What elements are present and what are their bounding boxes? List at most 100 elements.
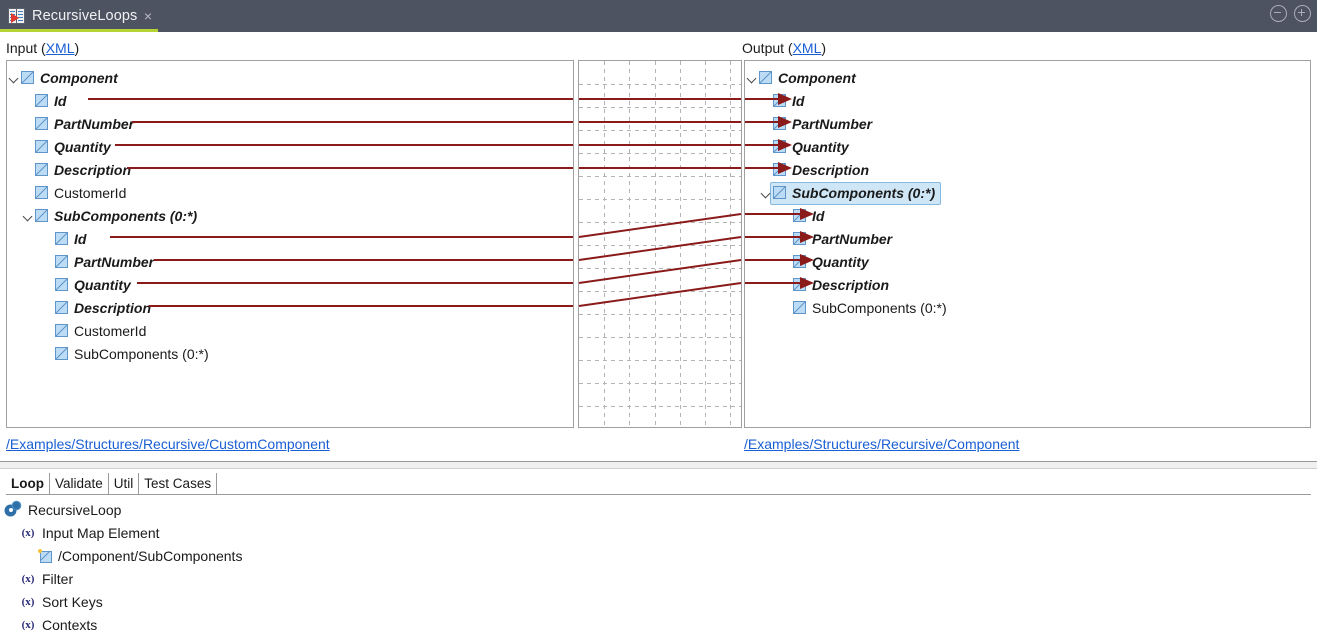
loop-tree-row[interactable]: RecursiveLoop <box>6 498 1311 521</box>
tree-row-label: PartNumber <box>812 230 893 247</box>
mapping-grid-pane[interactable] <box>578 60 742 428</box>
twisty-spacer <box>41 227 55 250</box>
tree-row[interactable]: CustomerId <box>7 181 573 204</box>
tree-row[interactable]: SubComponents (0:*) <box>745 296 1310 319</box>
tree-row-label: SubComponents (0:*) <box>74 345 209 362</box>
tree-row[interactable]: Quantity <box>745 135 1310 158</box>
tree-row[interactable]: Id <box>745 204 1310 227</box>
loop-tree-row-label: Contexts <box>42 616 98 633</box>
bottom-tab-util[interactable]: Util <box>108 473 140 494</box>
tree-row-label: Id <box>54 92 67 109</box>
xml-element-icon <box>35 209 48 222</box>
chevron-down-icon[interactable] <box>21 204 35 227</box>
loop-properties-tree: RecursiveLoop (x)Input Map Element/Compon… <box>6 498 1311 636</box>
xml-element-icon <box>55 232 68 245</box>
mapping-document-icon <box>8 7 25 25</box>
tree-row[interactable]: Component <box>745 66 1310 89</box>
grid-line-vertical <box>629 61 630 427</box>
output-structure-path[interactable]: /Examples/Structures/Recursive/Component <box>744 436 1020 452</box>
loop-tree-row[interactable]: (x) Filter <box>6 567 1311 590</box>
tree-row-label: PartNumber <box>792 115 873 132</box>
tree-row-label: SubComponents (0:*) <box>792 184 936 201</box>
tree-row-label: Quantity <box>792 138 849 155</box>
collapse-all-icon[interactable] <box>1270 5 1287 22</box>
chevron-down-icon[interactable] <box>745 66 759 89</box>
twisty-spacer <box>759 158 773 181</box>
tree-row[interactable]: Description <box>7 296 573 319</box>
xml-element-icon <box>55 278 68 291</box>
close-icon[interactable]: × <box>143 8 153 24</box>
tree-row[interactable]: Quantity <box>745 250 1310 273</box>
tree-row[interactable]: SubComponents (0:*) <box>7 342 573 365</box>
tree-row[interactable]: Description <box>745 273 1310 296</box>
expand-all-icon[interactable] <box>1294 5 1311 22</box>
chevron-down-icon[interactable] <box>759 181 773 204</box>
twisty-spacer <box>779 250 793 273</box>
output-label: Output ( <box>742 40 793 56</box>
xml-element-icon <box>35 94 48 107</box>
xml-element-icon <box>55 324 68 337</box>
output-label-close: ) <box>821 40 827 56</box>
tree-row[interactable]: Id <box>745 89 1310 112</box>
grid-line-horizontal <box>579 222 741 223</box>
loop-tree-row[interactable]: (x)Sort Keys <box>6 590 1311 613</box>
bottom-tab-test-cases[interactable]: Test Cases <box>139 473 218 494</box>
twisty-spacer <box>779 204 793 227</box>
xml-element-icon <box>773 94 786 107</box>
grid-line-horizontal <box>579 245 741 246</box>
expression-icon: (x) <box>21 618 35 631</box>
grid-line-horizontal <box>579 383 741 384</box>
output-xml-link[interactable]: XML <box>792 40 822 56</box>
chevron-down-icon[interactable] <box>7 66 21 89</box>
input-structure-path[interactable]: /Examples/Structures/Recursive/CustomCom… <box>6 436 330 452</box>
grid-line-horizontal <box>579 314 741 315</box>
loop-tree-row[interactable]: /Component/SubComponents <box>6 544 1311 567</box>
tree-row[interactable]: PartNumber <box>7 112 573 135</box>
tree-row[interactable]: CustomerId <box>7 319 573 342</box>
expression-icon: (x) <box>21 572 35 585</box>
twisty-spacer <box>41 342 55 365</box>
twisty-spacer <box>21 135 35 158</box>
output-pane-header: Output (XML) <box>742 40 826 56</box>
tree-row[interactable]: Id <box>7 227 573 250</box>
tree-row-label: Component <box>778 69 856 86</box>
horizontal-splitter[interactable] <box>0 461 1317 469</box>
xml-element-icon <box>35 117 48 130</box>
xml-element-icon <box>759 71 772 84</box>
twisty-spacer <box>759 135 773 158</box>
twisty-spacer <box>759 89 773 112</box>
loop-tree-row[interactable]: (x)Input Map Element <box>6 521 1311 544</box>
tree-row[interactable]: Quantity <box>7 273 573 296</box>
twisty-spacer <box>41 250 55 273</box>
tree-row-label: Quantity <box>54 138 111 155</box>
input-xml-link[interactable]: XML <box>45 40 75 56</box>
bottom-tab-validate[interactable]: Validate <box>50 473 109 494</box>
tree-row[interactable]: SubComponents (0:*) <box>745 181 1310 205</box>
tree-row[interactable]: Component <box>7 66 573 89</box>
tree-row-label: Quantity <box>74 276 131 293</box>
grid-line-horizontal <box>579 360 741 361</box>
tree-row[interactable]: PartNumber <box>745 112 1310 135</box>
tree-row-label: SubComponents (0:*) <box>812 299 947 316</box>
tree-row[interactable]: Description <box>745 158 1310 181</box>
loop-tree-row[interactable]: (x) Contexts <box>6 613 1311 636</box>
tree-row[interactable]: Description <box>7 158 573 181</box>
tree-row[interactable]: PartNumber <box>745 227 1310 250</box>
tree-row[interactable]: PartNumber <box>7 250 573 273</box>
tree-row[interactable]: Id <box>7 89 573 112</box>
bottom-tab-label: Validate <box>55 476 103 491</box>
bottom-tab-loop[interactable]: Loop <box>6 473 50 494</box>
loop-tree-row-label: Filter <box>42 570 74 587</box>
xml-element-icon <box>35 163 48 176</box>
tree-row-label: Id <box>792 92 805 109</box>
tree-row[interactable]: SubComponents (0:*) <box>7 204 573 227</box>
editor-tab-recursiveloops[interactable]: RecursiveLoops <box>0 0 137 32</box>
xml-element-icon <box>773 163 786 176</box>
tree-row[interactable]: Quantity <box>7 135 573 158</box>
xml-element-icon <box>793 301 806 314</box>
loop-tree-row-label: RecursiveLoop <box>28 501 122 518</box>
xml-element-icon <box>21 71 34 84</box>
